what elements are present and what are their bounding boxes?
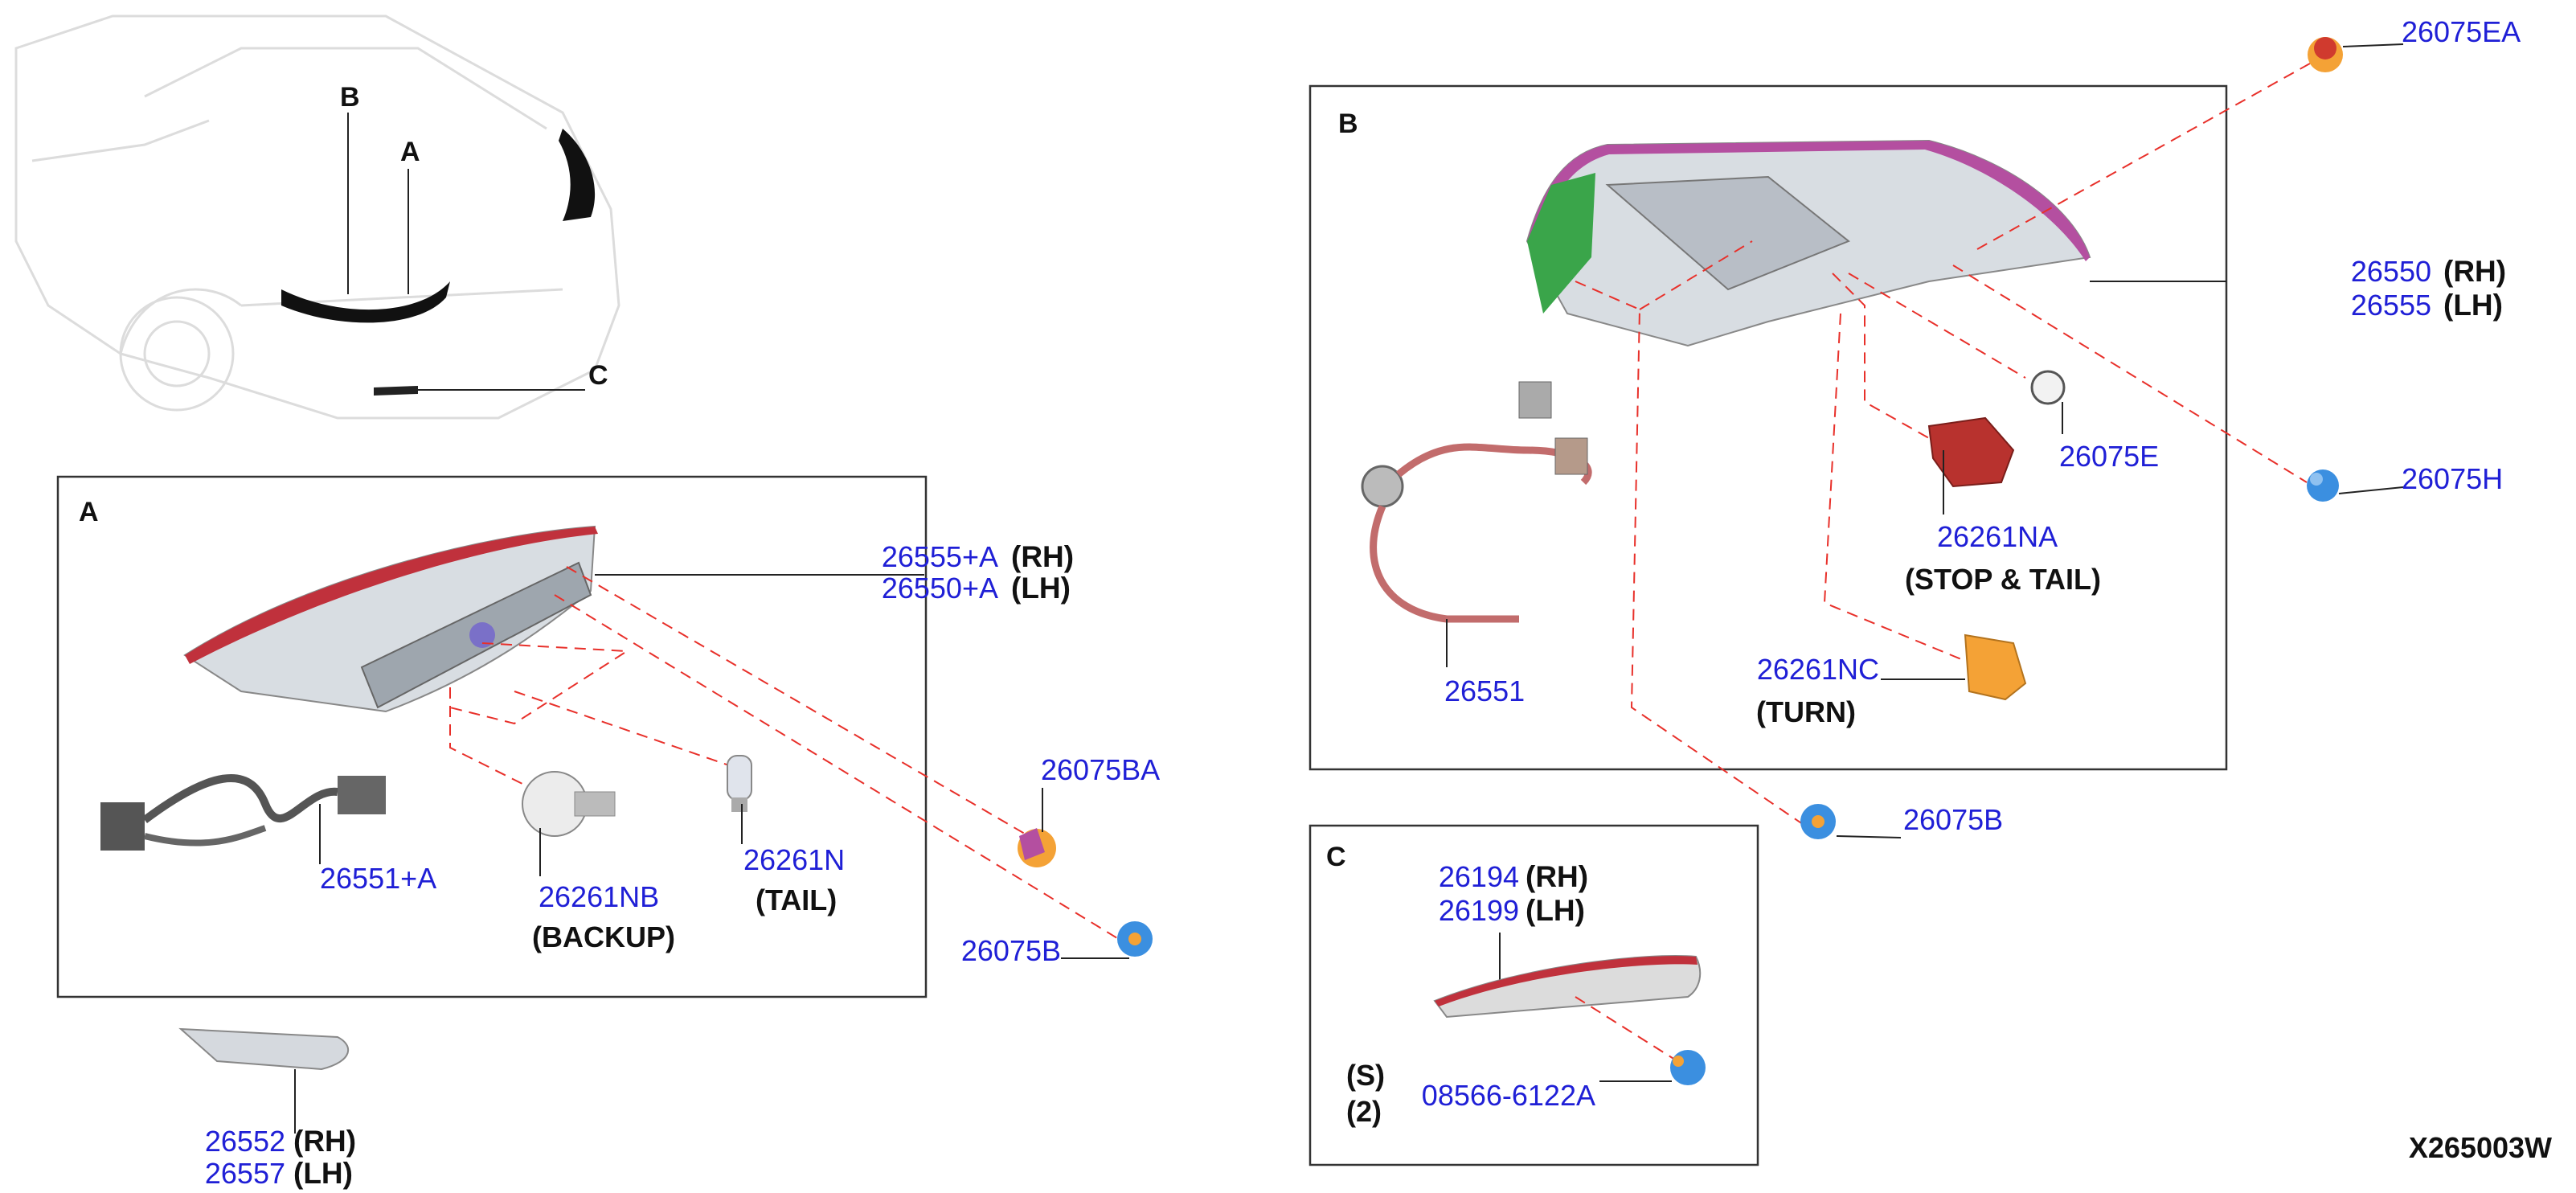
note-s: (S) xyxy=(1346,1059,1385,1092)
callout-c: C xyxy=(588,360,608,391)
rear-combination-lamp-outer xyxy=(1526,139,2091,347)
turn-bulb-icon xyxy=(1964,633,2027,701)
part-26075ba: 26075BA xyxy=(1041,753,1160,786)
section-c-frame xyxy=(1308,824,1759,1166)
callout-b: B xyxy=(340,82,360,113)
wiring-harness-a-icon xyxy=(100,774,386,851)
part-26075ea: 26075EA xyxy=(2402,15,2521,48)
section-b-frame xyxy=(1308,84,2228,771)
diagram-code: X265003W xyxy=(2409,1131,2552,1164)
socket-26075ea-icon xyxy=(2308,37,2343,72)
side-rh-26550: (RH) xyxy=(2443,255,2506,288)
wiring-harness-b-icon xyxy=(1361,381,1592,623)
bulb-26075e-icon xyxy=(2030,370,2066,405)
label-stop-tail: (STOP & TAIL) xyxy=(1905,563,2101,596)
section-b-label: B xyxy=(1338,109,1358,139)
section-c-label: C xyxy=(1326,842,1346,872)
side-lh-26557: (LH) xyxy=(293,1157,353,1190)
side-lh-26555: (LH) xyxy=(2443,289,2503,322)
part-26261nc: 26261NC xyxy=(1757,653,1879,686)
part-26194: 26194 xyxy=(1439,860,1519,893)
backup-bulb-icon xyxy=(522,771,616,837)
part-26555a: 26555+A xyxy=(882,540,998,573)
car-overview-illustration xyxy=(14,14,620,420)
label-backup: (BACKUP) xyxy=(532,920,675,953)
part-26075e: 26075E xyxy=(2059,440,2159,473)
part-26199: 26199 xyxy=(1439,894,1519,927)
note-quantity: (2) xyxy=(1346,1095,1382,1128)
part-26261na: 26261NA xyxy=(1937,520,2058,553)
side-lh-26550a: (LH) xyxy=(1011,572,1071,605)
tail-lamp-b-silhouette xyxy=(281,281,450,323)
section-a-label: A xyxy=(79,497,99,527)
socket-26075ba-icon xyxy=(1018,828,1056,867)
tail-bulb-icon xyxy=(727,755,752,812)
part-26550a: 26550+A xyxy=(882,572,998,605)
reflector-c-silhouette xyxy=(374,386,418,396)
side-rh-26552: (RH) xyxy=(293,1125,356,1158)
section-a-frame xyxy=(56,475,928,998)
part-26261n: 26261N xyxy=(743,843,845,876)
label-tail: (TAIL) xyxy=(756,883,837,916)
part-26075b-a: 26075B xyxy=(961,934,1061,967)
part-26557: 26557 xyxy=(205,1157,285,1190)
part-26555: 26555 xyxy=(2351,289,2431,322)
part-26551: 26551 xyxy=(1444,674,1525,707)
part-26075h: 26075H xyxy=(2402,462,2503,495)
rear-bumper-reflector-icon xyxy=(1433,955,1702,1019)
side-lh-26199: (LH) xyxy=(1526,894,1585,927)
part-26261nb: 26261NB xyxy=(539,880,659,913)
part-26551a: 26551+A xyxy=(320,862,436,895)
side-rh-26194: (RH) xyxy=(1526,860,1588,893)
socket-26075b-a-icon xyxy=(1117,921,1153,957)
part-26550: 26550 xyxy=(2351,255,2431,288)
stop-tail-bulb-icon xyxy=(1927,416,2015,488)
socket-26075h-icon xyxy=(2307,469,2339,502)
label-turn: (TURN) xyxy=(1756,695,1856,728)
socket-26075b-b-icon xyxy=(1800,804,1836,839)
part-26552: 26552 xyxy=(205,1125,285,1158)
rear-combination-lamp-inner xyxy=(183,525,598,713)
rear-reflector-icon xyxy=(178,1027,350,1071)
part-26075b-b: 26075B xyxy=(1903,803,2003,836)
callout-a: A xyxy=(400,137,420,167)
part-08566-6122a: 08566-6122A xyxy=(1422,1079,1595,1112)
side-rh-26555a: (RH) xyxy=(1011,540,1074,573)
tail-lamp-side-silhouette xyxy=(559,129,596,221)
clip-08566-icon xyxy=(1670,1050,1706,1085)
